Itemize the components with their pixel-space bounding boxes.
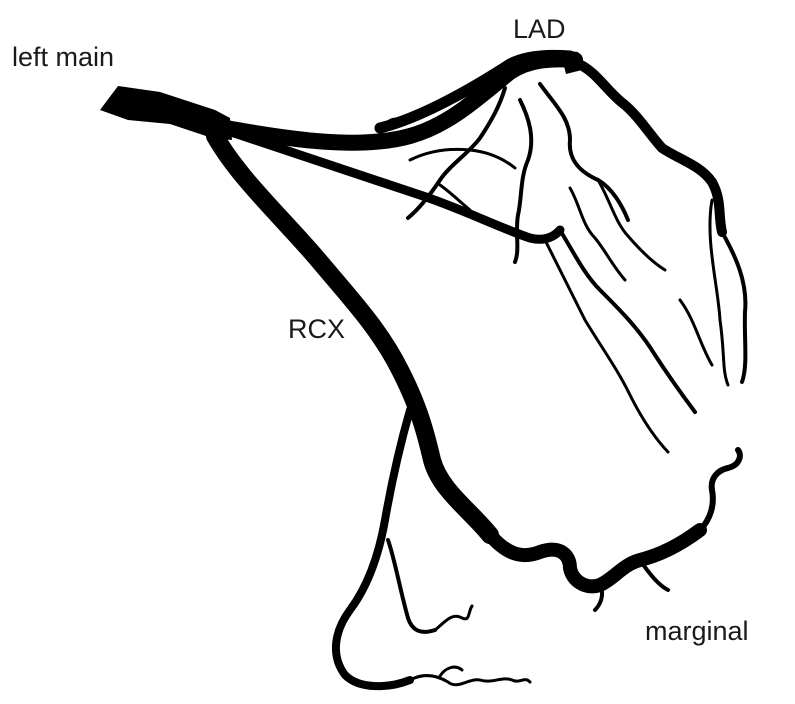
rcx-vessel bbox=[215, 136, 490, 535]
marginal-vessel bbox=[700, 450, 740, 530]
posterior-subbranch-2 bbox=[435, 606, 472, 630]
lad-branch-11 bbox=[680, 300, 712, 365]
posterior-terminal-branches bbox=[410, 676, 530, 685]
label-marginal: marginal bbox=[645, 616, 749, 646]
posterior-branch-vessel bbox=[336, 410, 410, 686]
lad-branch-7 bbox=[560, 230, 695, 412]
label-rcx: RCX bbox=[288, 314, 345, 344]
posterior-terminal-branches-2 bbox=[440, 667, 462, 676]
label-lad: LAD bbox=[513, 14, 566, 44]
marginal-subbranch-2 bbox=[640, 560, 668, 590]
lad-branch-5 bbox=[540, 84, 628, 220]
lad-distal-branch bbox=[722, 232, 745, 382]
posterior-subbranch-1 bbox=[388, 540, 435, 632]
label-left-main: left main bbox=[12, 42, 114, 72]
lad-distal-vessel bbox=[575, 62, 722, 232]
rcx-lower-vessel bbox=[490, 530, 700, 586]
